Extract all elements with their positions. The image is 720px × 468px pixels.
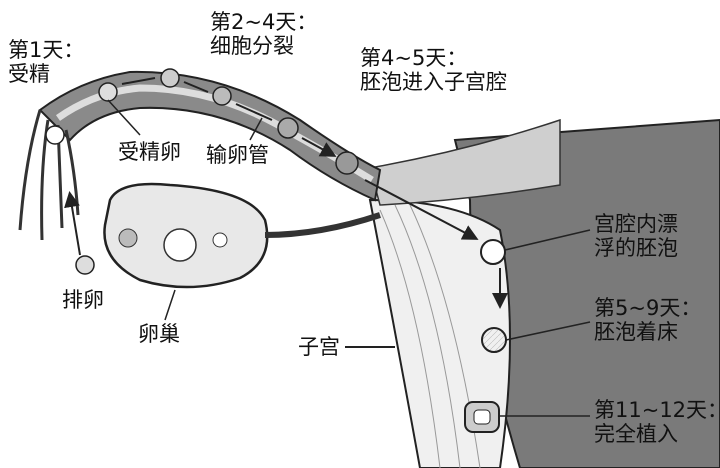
label-floating-l1: 宫腔内漂 [594,212,678,236]
ovulated-egg [75,255,95,275]
ovulation-arrow [64,191,81,256]
to-uterus-arrow [364,179,479,240]
follicle-ruptured [118,228,138,248]
label-day11-12-title: 第11~12天： [594,398,720,422]
oviduct-tube [38,70,382,202]
label-ovulation: 排卵 [62,288,104,312]
fimbriae [18,109,80,241]
label-fertilized-egg: 受精卵 [118,140,181,164]
label-ovary: 卵巢 [138,322,180,346]
embryo-morula [277,117,299,139]
label-day5-9-title: 第5~9天： [594,296,702,320]
label-floating-l2: 浮的胚泡 [594,236,678,260]
label-day2-4: 第2~4天： 细胞分裂 [210,10,317,58]
label-oviduct: 输卵管 [206,143,269,167]
ovary-ligament [264,212,381,238]
follicle-small [212,232,228,248]
label-floating: 宫腔内漂 浮的胚泡 [594,212,678,260]
follicle [163,228,197,262]
leader-day5-9 [505,321,591,341]
embryo-blastocyst [335,151,359,175]
implanted-embryo-inner [473,409,491,425]
ligament [369,118,561,206]
label-day5-9: 第5~9天： 胚泡着床 [594,296,701,344]
egg-day1 [45,125,65,145]
label-day2-4-title: 第2~4天： [210,10,318,34]
zygote [98,82,118,102]
label-day11-12-desc: 完全植入 [594,422,678,446]
leader-zygote [107,99,141,136]
label-day4-5: 第4~5天： 胚泡进入子宫腔 [360,46,507,94]
label-day1: 第1天： 受精 [8,38,84,86]
label-day1-title: 第1天： [8,38,85,62]
label-day11-12: 第11~12天： 完全植入 [594,398,720,446]
travel-arrows [121,77,333,155]
implanting-blastocyst [481,327,507,353]
label-day4-5-title: 第4~5天： [360,46,468,70]
leader-floating [504,229,591,251]
embryo-2cell [160,68,180,88]
label-day4-5-desc: 胚泡进入子宫腔 [360,70,507,94]
embryo-4cell [212,86,232,106]
leader-oviduct [249,117,263,141]
floating-blastocyst [480,239,506,265]
label-day2-4-desc: 细胞分裂 [210,34,294,58]
label-uterus: 子宫 [298,335,340,359]
leader-ovary [164,289,176,321]
label-day1-desc: 受精 [8,62,50,86]
label-day5-9-desc: 胚泡着床 [594,320,678,344]
